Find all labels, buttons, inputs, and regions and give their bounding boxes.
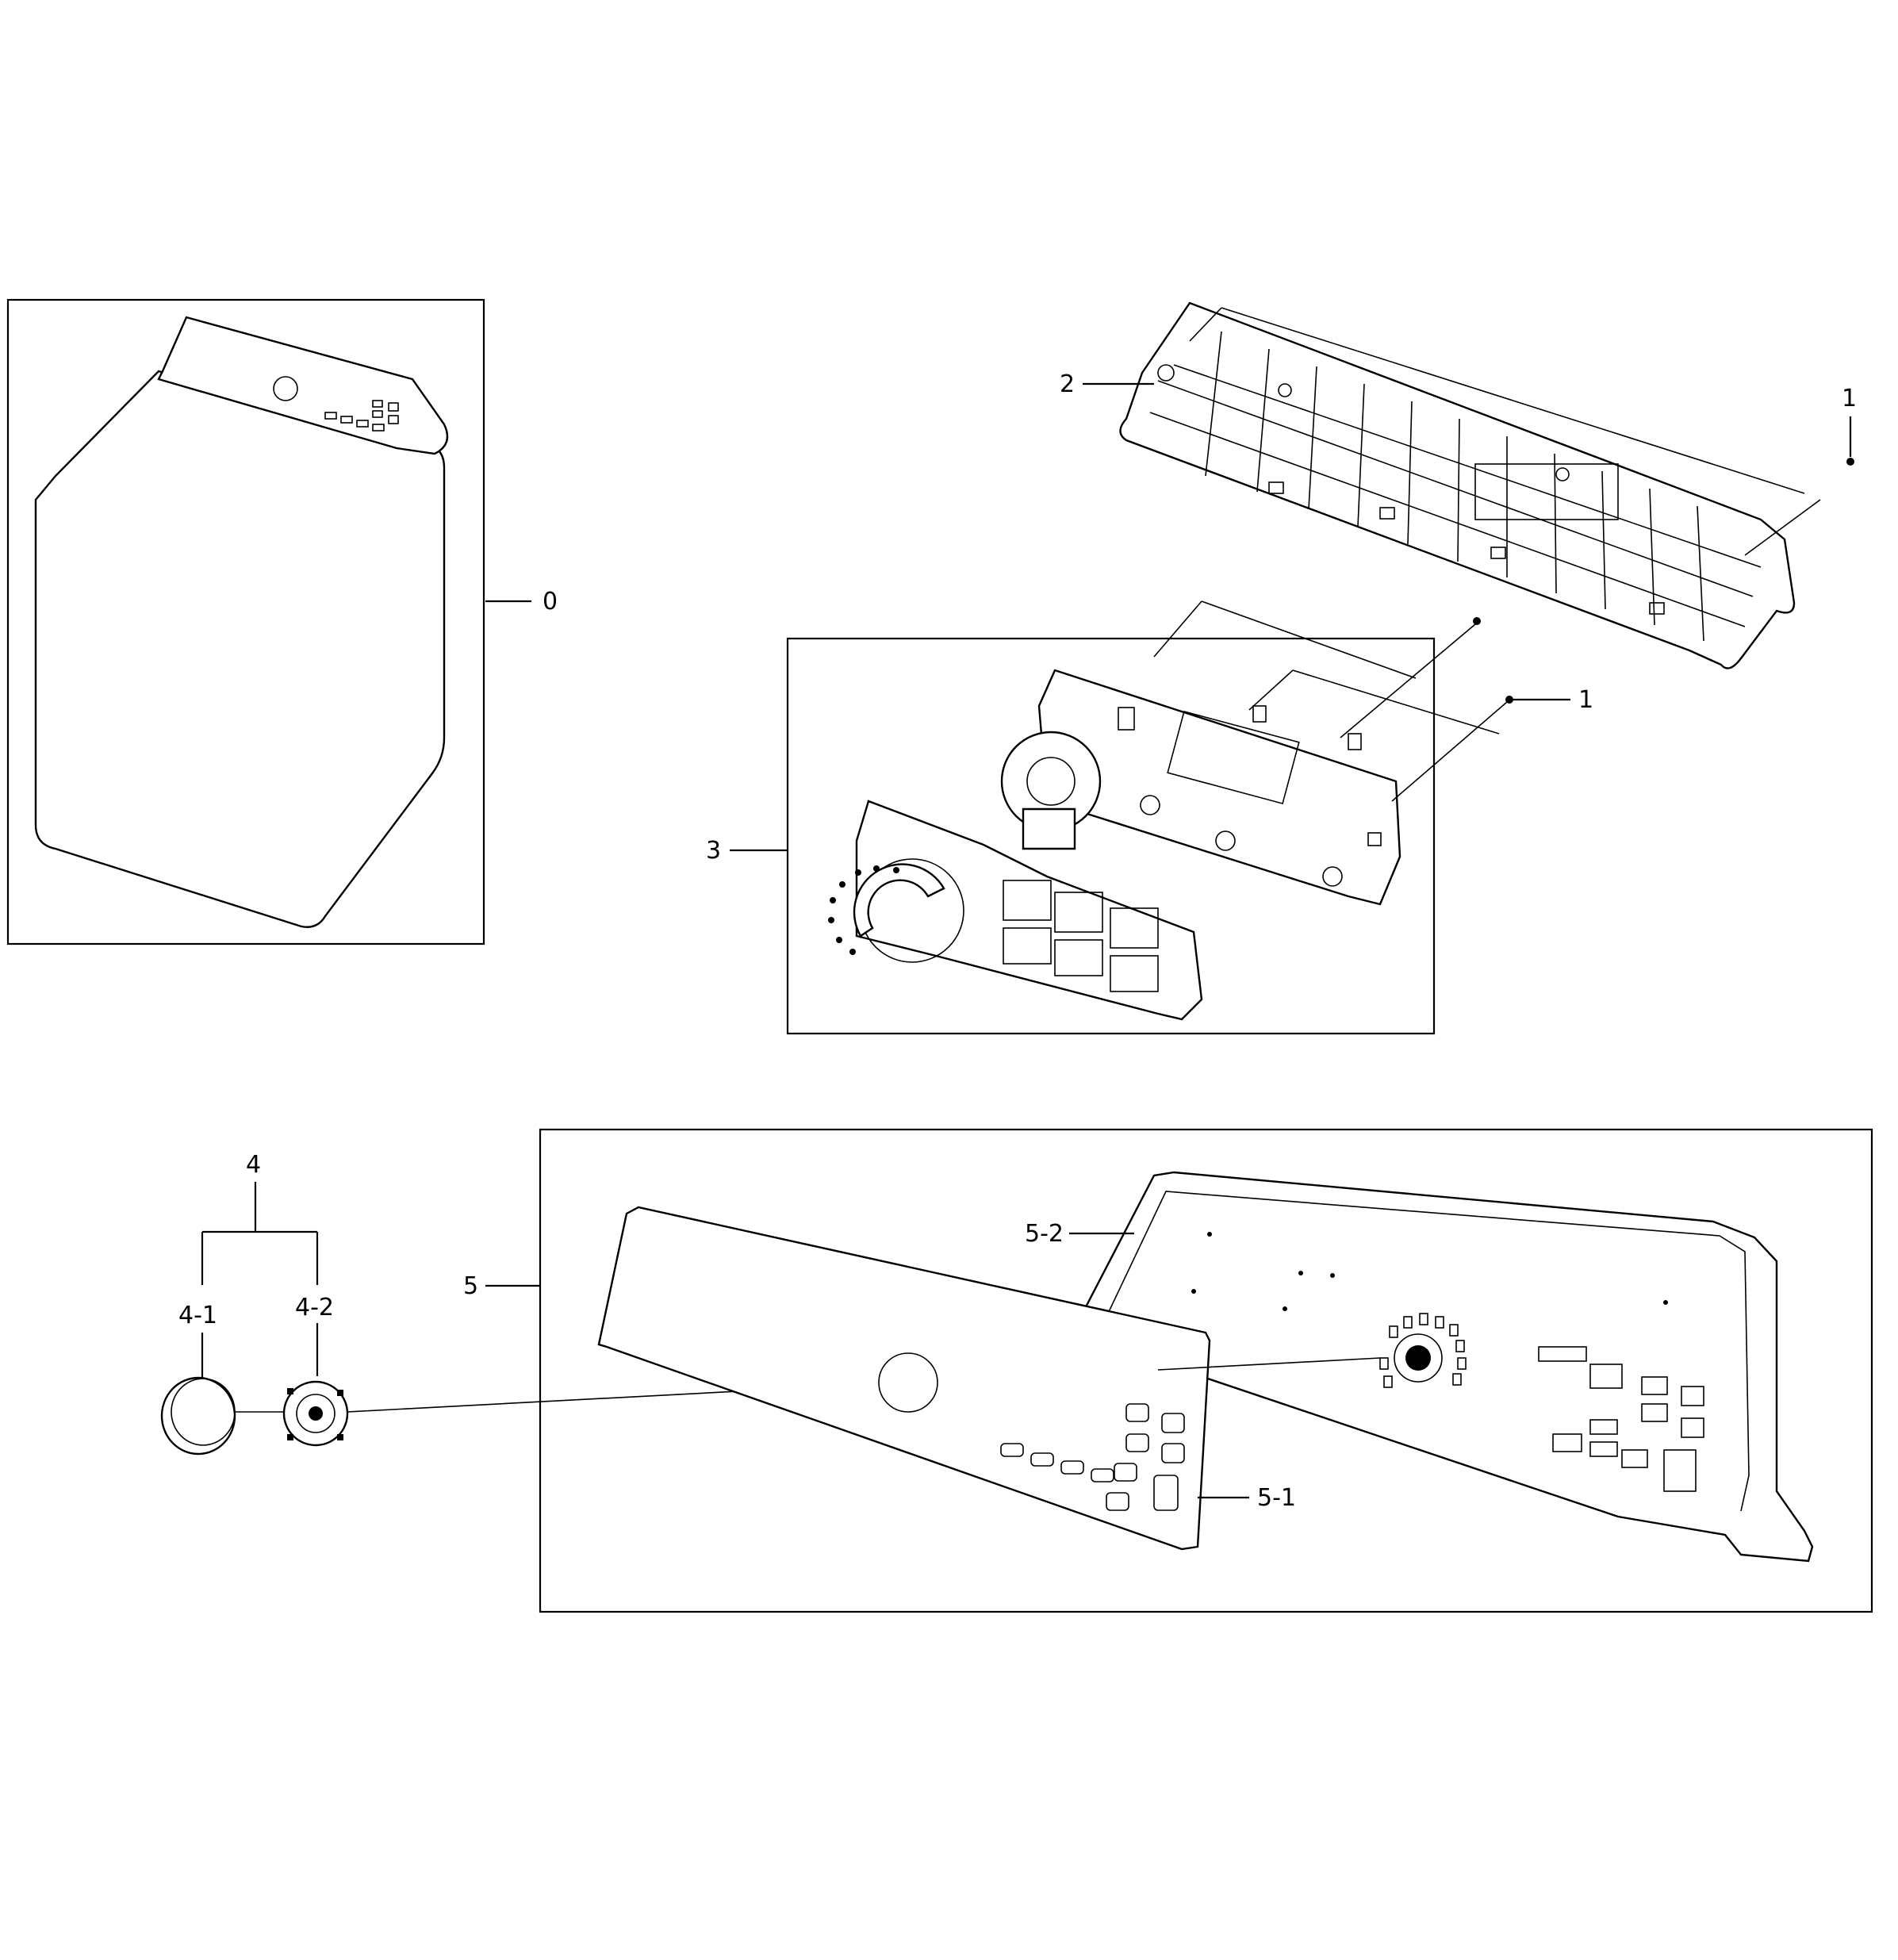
panel-housing	[1077, 1171, 1814, 1563]
screw-top-icon	[1846, 458, 1854, 466]
panel-assembly	[34, 316, 449, 928]
dial-ring	[1379, 1313, 1467, 1388]
knob-opening	[878, 1352, 938, 1413]
assembly-frame	[6, 298, 485, 945]
pcb-assembly-group: 3	[706, 600, 1508, 1035]
callout-5-1: 5-1	[1257, 1484, 1296, 1512]
pcb-frame	[786, 637, 1436, 1035]
screws-middle: 1	[1473, 617, 1593, 714]
pcb-housing	[828, 800, 1203, 1021]
callout-4-1: 4-1	[178, 1302, 217, 1329]
button-grid-front	[1000, 1403, 1185, 1511]
callout-4: 4	[246, 1151, 261, 1179]
panel-overlay	[597, 1206, 1211, 1551]
callout-5: 5	[463, 1272, 478, 1300]
button-grid-rear	[1538, 1346, 1704, 1492]
main-pcb	[1000, 669, 1401, 906]
knob-cap	[160, 1376, 236, 1456]
knob-group: 4 4-1 4-2	[160, 1151, 889, 1456]
callout-1b: 1	[1578, 686, 1593, 714]
callout-3: 3	[706, 837, 721, 865]
callout-2: 2	[1060, 370, 1075, 398]
callout-5-2: 5-2	[1025, 1220, 1064, 1248]
panel-assembly-group: 0	[6, 298, 558, 945]
panel-frame	[539, 1128, 1873, 1613]
knob-base	[282, 1380, 349, 1447]
callout-1a: 1	[1842, 385, 1857, 412]
control-frame-bracket: 2	[1060, 301, 1821, 669]
callout-0: 0	[543, 588, 558, 616]
control-panel-group: 5	[463, 1128, 1873, 1613]
callout-4-2: 4-2	[295, 1294, 334, 1321]
screw-mid-b-icon	[1505, 696, 1513, 704]
screw-mid-a-icon	[1473, 617, 1481, 625]
screw-top: 1	[1842, 385, 1857, 466]
